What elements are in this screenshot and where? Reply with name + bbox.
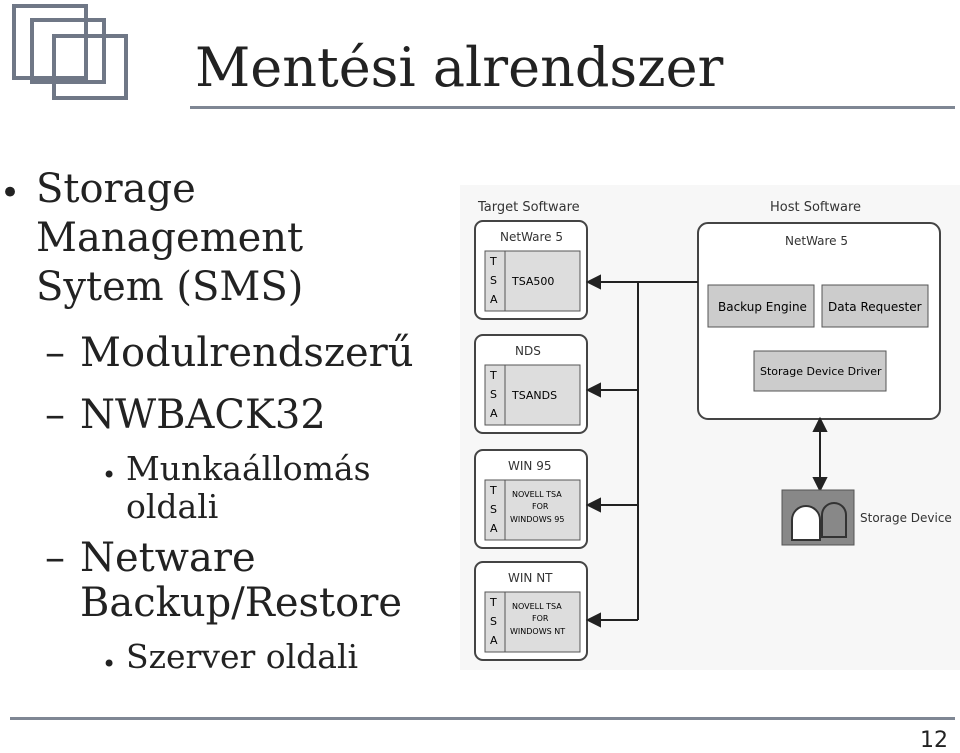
tsa-module-label: FOR (532, 502, 549, 511)
target-title: WIN 95 (508, 459, 551, 473)
target-software-header: Target Software (477, 200, 580, 215)
bullet-marker: • (102, 650, 117, 678)
title-divider (190, 106, 955, 109)
tsa-module-label: TSA500 (511, 275, 554, 288)
bullet-storage: Storage (36, 166, 196, 212)
sub-munkaallomas: Munkaállomás (126, 449, 371, 488)
host-title: NetWare 5 (785, 234, 848, 248)
target-title: WIN NT (508, 571, 553, 585)
sub-nwback32: NWBACK32 (80, 392, 326, 438)
tsa-module-label: NOVELL TSA (512, 490, 562, 499)
tsa-letter: A (490, 407, 498, 420)
data-requester-label: Data Requester (828, 300, 922, 314)
arrow-head (585, 382, 601, 398)
tsa-letter: S (490, 388, 497, 401)
page-number: 12 (920, 728, 948, 753)
arrow-head (812, 416, 828, 432)
arrow-head (585, 497, 601, 513)
storage-device-label: Storage Device (860, 511, 952, 525)
target-title: NetWare 5 (500, 230, 563, 244)
target-nds-box: NDS T S A TSANDS (474, 334, 588, 434)
tsa-module-label: FOR (532, 614, 549, 623)
tsa-letter: S (490, 503, 497, 516)
tsa-letter: T (489, 596, 497, 609)
tsa-module-label: NOVELL TSA (512, 602, 562, 611)
storage-device-icon (781, 489, 855, 546)
slide-title: Mentési alrendszer (195, 36, 724, 99)
host-netware5-box: NetWare 5 Backup Engine Data Requester S… (697, 222, 941, 420)
target-title: NDS (515, 344, 541, 358)
bullet-marker: • (102, 461, 117, 489)
sub-netware: Netware (80, 535, 256, 581)
target-netware5-box: NetWare 5 T S A TSA500 (474, 220, 588, 320)
bullet-sms: Sytem (SMS) (36, 264, 304, 310)
target-winnt-box: WIN NT T S A NOVELL TSA FOR WINDOWS NT (474, 561, 588, 661)
sub-modulrendszeru: Modulrendszerű (80, 330, 414, 376)
arrow-head (585, 274, 601, 290)
sub-oldali: oldali (126, 487, 219, 526)
sms-architecture-diagram: Target Software Host Software NetWare 5 … (460, 185, 960, 670)
tsa-letter: T (489, 484, 497, 497)
logo-squares (12, 4, 128, 100)
arrow-head (812, 477, 828, 493)
footer-divider (10, 717, 955, 720)
backup-engine-label: Backup Engine (718, 300, 807, 314)
tsa-letter: A (490, 293, 498, 306)
tsa-letter: T (489, 255, 497, 268)
tsa-module-label: WINDOWS NT (510, 627, 565, 636)
host-software-header: Host Software (770, 200, 861, 215)
sub-backup-restore: Backup/Restore (80, 580, 402, 626)
sub-szerver-oldali: Szerver oldali (126, 637, 359, 676)
tsa-letter: S (490, 615, 497, 628)
tsa-letter: T (489, 369, 497, 382)
tsa-letter: S (490, 274, 497, 287)
target-win95-box: WIN 95 T S A NOVELL TSA FOR WINDOWS 95 (474, 449, 588, 549)
tsa-module-label: TSANDS (511, 389, 557, 402)
storage-driver-label: Storage Device Driver (760, 365, 882, 378)
dash-marker: – (45, 330, 65, 376)
dash-marker: – (45, 392, 65, 438)
tsa-letter: A (490, 522, 498, 535)
tsa-letter: A (490, 634, 498, 647)
dash-marker: – (45, 535, 65, 581)
bullet-management: Management (36, 215, 304, 261)
bullet-marker: • (0, 173, 21, 213)
tsa-module-label: WINDOWS 95 (510, 515, 564, 524)
arrow-head (585, 612, 601, 628)
